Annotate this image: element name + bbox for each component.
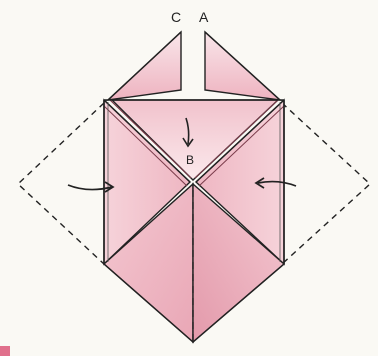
left-flap-dashed-outline <box>18 103 104 264</box>
step-marker-icon <box>0 346 10 356</box>
label-a: A <box>199 9 209 25</box>
right-flap-dashed-outline <box>282 103 370 264</box>
label-c: C <box>171 9 181 25</box>
label-b: B <box>186 153 194 167</box>
